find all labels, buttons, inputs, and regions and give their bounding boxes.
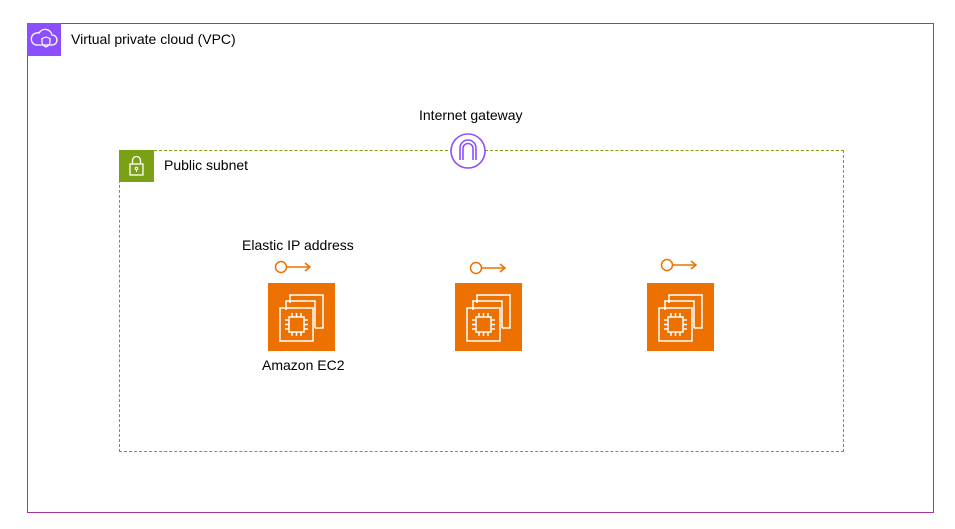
vpc-label: Virtual private cloud (VPC) [71,31,236,47]
ec2-label: Amazon EC2 [262,357,345,373]
ec2-instance [268,283,335,351]
ec2-chip-icon [466,294,511,342]
lock-icon [119,150,154,182]
ec2-instance [455,283,522,351]
vpc-container [27,23,934,513]
internet-gateway-label: Internet gateway [419,107,523,123]
elastic-ip-label: Elastic IP address [242,237,354,253]
vpc-cloud-icon [27,23,61,56]
public-subnet-label: Public subnet [164,157,249,173]
ec2-chip-icon [658,294,703,342]
elastic-ip-icon [658,257,698,273]
elastic-ip-icon [467,260,507,276]
ec2-chip-icon [279,294,324,342]
elastic-ip-icon [272,259,312,275]
internet-gateway-icon [449,132,487,170]
ec2-instance [647,283,714,351]
